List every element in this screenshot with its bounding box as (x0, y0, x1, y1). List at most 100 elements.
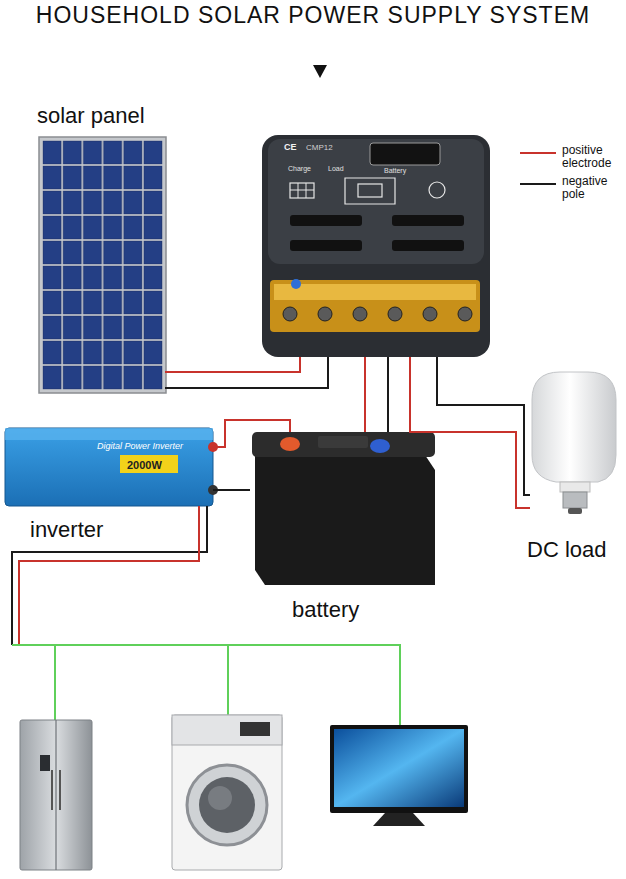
battery: battery (250, 432, 435, 585)
charge-controller-drawing-part (423, 307, 437, 321)
charge-controller-drawing-part (458, 307, 472, 321)
ac-wiring-part (12, 644, 401, 646)
inverter: Digital Power Inverter2000Winverter (5, 428, 213, 506)
charge-controller-drawing-part (318, 307, 332, 321)
battery-drawing (252, 432, 435, 585)
device-caption: battery (292, 598, 359, 622)
refrigerator-drawing-part (59, 770, 61, 810)
power-rating: 2000W (127, 459, 162, 471)
refrigerator-drawing-part (55, 720, 56, 870)
refrigerator-drawing-part (40, 755, 50, 771)
refrigerator-drawing-part (20, 720, 92, 870)
washing-machine-drawing-part (240, 722, 270, 736)
bulb-drawing-part (560, 482, 590, 492)
charge-controller-drawing-part (392, 215, 464, 226)
charge-controller-drawing-part (429, 182, 445, 198)
positive-wire (213, 420, 290, 447)
solar-panel-drawing (39, 137, 166, 393)
ac-wiring-part (12, 506, 207, 645)
television-drawing-part (334, 729, 464, 807)
charge-controller-drawing-part (370, 143, 440, 165)
battery-drawing-part (318, 436, 368, 448)
inverter-drawing-part (5, 428, 213, 440)
legend-text: positive electrode (562, 144, 624, 170)
device-marking: Digital Power Inverter (97, 442, 183, 452)
charge-controller-drawing-part (283, 307, 297, 321)
device-marking: Charge (288, 165, 311, 173)
title-arrow (313, 65, 327, 78)
dc-load: DC load (530, 372, 616, 515)
ac-wiring-part (54, 645, 56, 720)
legend-line (520, 152, 556, 154)
charge-controller: CE CMP12Charge Load Battery (262, 135, 490, 357)
charge-controller-drawing-part (358, 184, 382, 197)
charge-controller-drawing-part (353, 307, 367, 321)
inverter-drawing-part (120, 455, 178, 473)
battery-drawing-part (252, 432, 435, 457)
diagram-title: HOUSEHOLD SOLAR POWER SUPPLY SYSTEM (0, 1, 626, 29)
ac-wiring-part (399, 645, 401, 725)
battery-drawing-part (280, 437, 300, 451)
charge-controller-drawing-part (345, 178, 395, 204)
battery-drawing-part (255, 455, 435, 585)
device-marking: Load (328, 165, 344, 173)
wire-pair (165, 357, 328, 388)
device-marking: Battery (384, 167, 406, 175)
refrigerator-drawing (20, 720, 92, 870)
negative-wire (437, 357, 530, 495)
device-caption: inverter (30, 518, 103, 542)
device-marking: CE (284, 143, 297, 153)
charge-controller-drawing-part (392, 240, 464, 251)
washing-machine-drawing (172, 715, 282, 870)
charge-controller-drawing-part (290, 215, 362, 226)
legend-line (520, 183, 556, 185)
solar-panel-drawing-part (39, 137, 166, 393)
legend-text: negative pole (562, 175, 624, 201)
negative-wire (387, 357, 389, 432)
charge-controller-drawing-part (270, 280, 480, 332)
device-caption: solar panel (37, 104, 145, 128)
charge-controller-drawing-part (291, 279, 301, 289)
ac-wiring-part (19, 506, 199, 645)
device-marking: CMP12 (306, 144, 333, 153)
charge-controller-drawing-part (290, 240, 362, 251)
ac-wiring (12, 506, 401, 725)
positive-wire (165, 357, 300, 372)
charge-controller-drawing-part (388, 307, 402, 321)
ac-wiring-part (227, 645, 229, 715)
inverter-drawing-part (5, 428, 213, 506)
solar-panel: solar panel (40, 138, 165, 392)
solar-panel-drawing-part (42, 140, 163, 390)
television-drawing (330, 725, 468, 826)
charge-controller-drawing-part (268, 139, 484, 264)
negative-wire (213, 489, 250, 491)
television-drawing-part (373, 813, 425, 826)
charge-controller-drawing (262, 135, 490, 357)
inverter-drawing (5, 428, 218, 506)
bulb-drawing-part (532, 372, 616, 482)
bulb-drawing-part (563, 492, 587, 508)
television-drawing-part (330, 725, 468, 813)
positive-wire (364, 357, 366, 432)
device-caption: DC load (527, 538, 606, 562)
wire-pair (365, 357, 388, 432)
bulb-drawing (532, 372, 616, 514)
refrigerator-drawing-part (51, 770, 53, 810)
charge-controller-drawing-part (290, 190, 314, 191)
washing-machine-drawing-part (199, 777, 255, 833)
charge-controller-drawing-part (274, 284, 476, 300)
washing-machine-drawing-part (208, 786, 232, 810)
charge-controller-drawing-part (290, 183, 314, 198)
washing-machine-drawing-part (187, 765, 267, 845)
wire-pair (213, 420, 290, 490)
battery-drawing-part (370, 439, 390, 453)
positive-wire (410, 357, 530, 508)
washing-machine-drawing-part (172, 715, 282, 745)
negative-wire (165, 357, 328, 388)
bulb-drawing-part (568, 508, 582, 514)
charge-controller-drawing-part (262, 135, 490, 357)
